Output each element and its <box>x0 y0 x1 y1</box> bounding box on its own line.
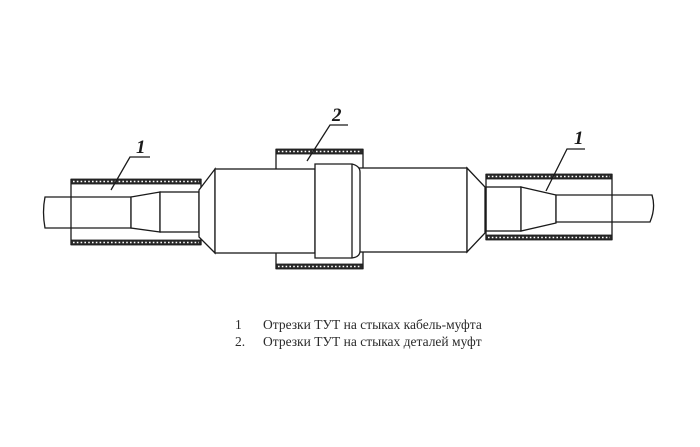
callout-center-2: 2 <box>306 105 348 162</box>
legend-text: Отрезки ТУТ на стыках деталей муфт <box>263 334 482 349</box>
legend: 1 Отрезки ТУТ на стыках кабель-муфта 2. … <box>235 316 482 350</box>
coupling-body <box>198 166 486 255</box>
callout-number: 1 <box>574 128 584 149</box>
legend-item: 1 Отрезки ТУТ на стыках кабель-муфта <box>235 316 482 333</box>
legend-item: 2. Отрезки ТУТ на стыках деталей муфт <box>235 333 482 350</box>
callout-right-1: 1 <box>545 128 585 192</box>
legend-number: 1 <box>235 317 242 332</box>
coupling-ring <box>314 163 361 259</box>
callout-left-1: 1 <box>110 137 150 191</box>
left-cable-lug <box>130 191 200 233</box>
callout-number: 2 <box>331 105 342 126</box>
legend-text: Отрезки ТУТ на стыках кабель-муфта <box>263 317 482 332</box>
right-cable-lug <box>485 186 557 232</box>
legend-number: 2. <box>235 334 246 349</box>
left-cable <box>42 196 132 229</box>
right-cable <box>555 194 655 223</box>
callout-number: 1 <box>136 137 146 158</box>
right-heat-shrink-tube <box>485 173 613 241</box>
